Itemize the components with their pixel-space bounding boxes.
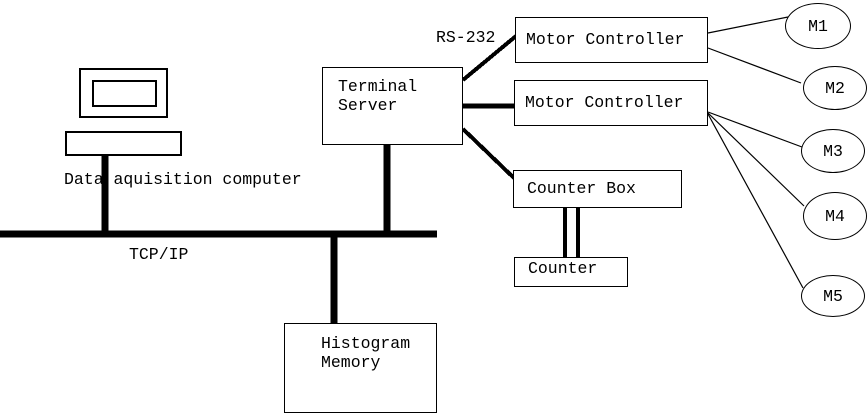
computer-label: Data aquisition computer bbox=[64, 170, 302, 189]
motor-1-label: M1 bbox=[808, 16, 828, 36]
motor-controller-1-label: Motor Controller bbox=[526, 29, 685, 49]
motor-5-node: M5 bbox=[801, 275, 865, 317]
counter-node: Counter bbox=[514, 257, 628, 287]
histogram-memory-label-line1: Histogram bbox=[321, 334, 411, 353]
motor-controller-2-box: Motor Controller bbox=[514, 80, 708, 126]
motor1-link-line bbox=[707, 16, 789, 34]
motor-controller-2-label: Motor Controller bbox=[525, 92, 684, 112]
rs232-link-counter-box-line bbox=[461, 127, 517, 181]
counter-box-label: Counter Box bbox=[527, 179, 636, 198]
histogram-memory-label-line2: Memory bbox=[321, 352, 381, 372]
motor-1-node: M1 bbox=[785, 3, 851, 49]
rs232-label: RS-232 bbox=[436, 28, 496, 47]
terminal-server-label-line2: Server bbox=[338, 95, 398, 115]
motor-2-label: M2 bbox=[825, 78, 845, 98]
motor3-link-line bbox=[707, 111, 803, 148]
computer-keyboard-icon bbox=[65, 131, 182, 156]
motor-4-label: M4 bbox=[825, 206, 845, 226]
terminal-server-label-line1: Terminal bbox=[338, 77, 418, 96]
motor-3-node: M3 bbox=[801, 129, 865, 173]
motor4-link-line bbox=[707, 112, 805, 207]
counter-box-node: Counter Box bbox=[513, 170, 682, 208]
rs232-link-motor-controller-1-line bbox=[461, 34, 518, 82]
motor-3-label: M3 bbox=[823, 141, 843, 161]
motor-5-label: M5 bbox=[823, 286, 843, 306]
motor2-link-line bbox=[707, 47, 802, 84]
tcp-ip-bus-label: TCP/IP bbox=[129, 245, 189, 264]
computer-screen-icon bbox=[92, 80, 157, 107]
motor5-link-line bbox=[707, 113, 804, 289]
motor-2-node: M2 bbox=[803, 66, 867, 110]
motor-4-node: M4 bbox=[803, 192, 867, 240]
motor-controller-1-box: Motor Controller bbox=[515, 17, 708, 63]
counter-label: Counter bbox=[528, 259, 598, 278]
